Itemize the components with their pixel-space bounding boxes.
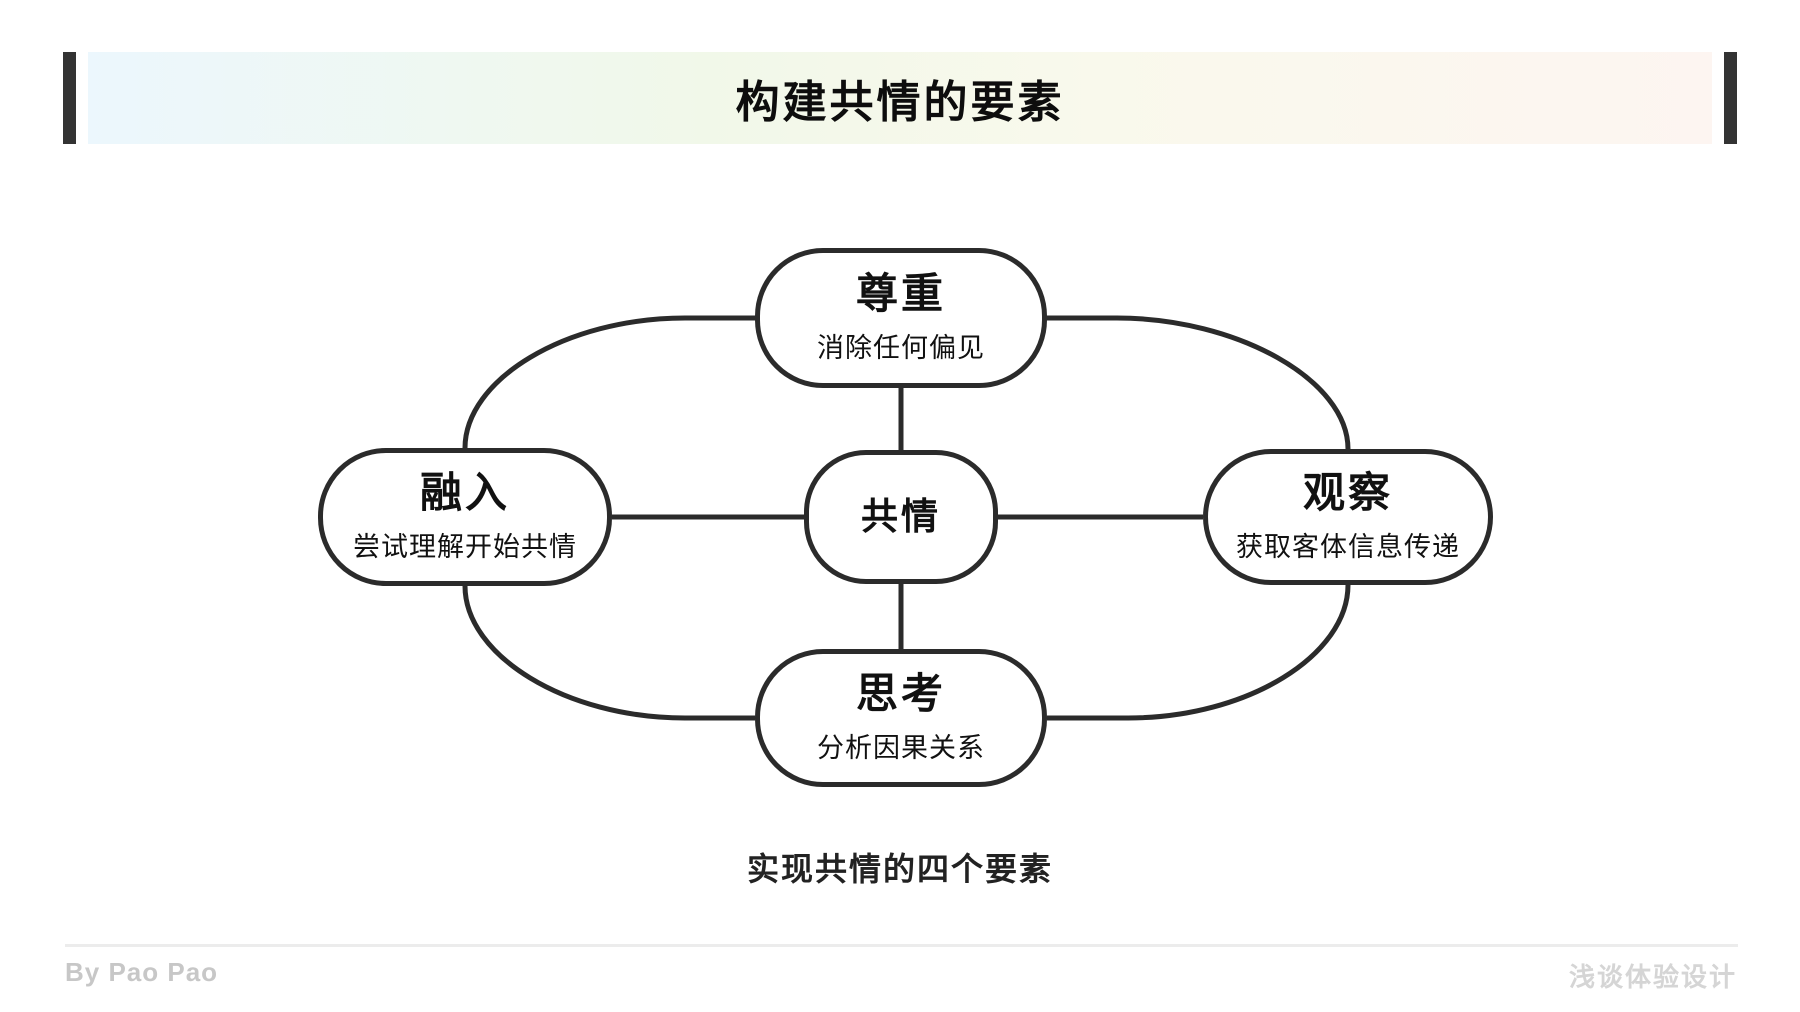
header-banner: 构建共情的要素 [88, 52, 1712, 144]
footer-divider [65, 944, 1738, 947]
node-observe-subtitle: 获取客体信息传递 [1236, 532, 1460, 563]
node-integrate-title: 融入 [419, 468, 510, 516]
node-observe: 观察 获取客体信息传递 [1203, 449, 1493, 585]
diagram-caption: 实现共情的四个要素 [746, 851, 1053, 887]
edge-top-to-right-curve [1047, 315, 1351, 450]
node-empathy-title: 共情 [861, 495, 941, 537]
edge-left-to-bottom-curve [462, 585, 755, 721]
edge-top-to-left-curve [462, 315, 755, 449]
node-think-subtitle: 分析因果关系 [817, 733, 985, 764]
node-think-title: 思考 [855, 669, 946, 717]
node-respect-subtitle: 消除任何偏见 [817, 333, 985, 364]
header-left-accent-bar [63, 52, 76, 144]
node-integrate-subtitle: 尝试理解开始共情 [353, 532, 577, 563]
node-empathy: 共情 [804, 450, 998, 584]
edge-right-to-bottom-curve [1047, 584, 1351, 721]
node-integrate: 融入 尝试理解开始共情 [318, 448, 612, 586]
header-right-accent-bar [1724, 52, 1737, 144]
node-respect-title: 尊重 [855, 269, 946, 317]
node-think: 思考 分析因果关系 [755, 649, 1047, 787]
footer-author: By Pao Pao [65, 957, 219, 987]
page-title: 构建共情的要素 [735, 78, 1065, 127]
footer-brand: 浅谈体验设计 [1568, 962, 1737, 992]
node-observe-title: 观察 [1302, 468, 1393, 516]
node-respect: 尊重 消除任何偏见 [755, 248, 1047, 388]
